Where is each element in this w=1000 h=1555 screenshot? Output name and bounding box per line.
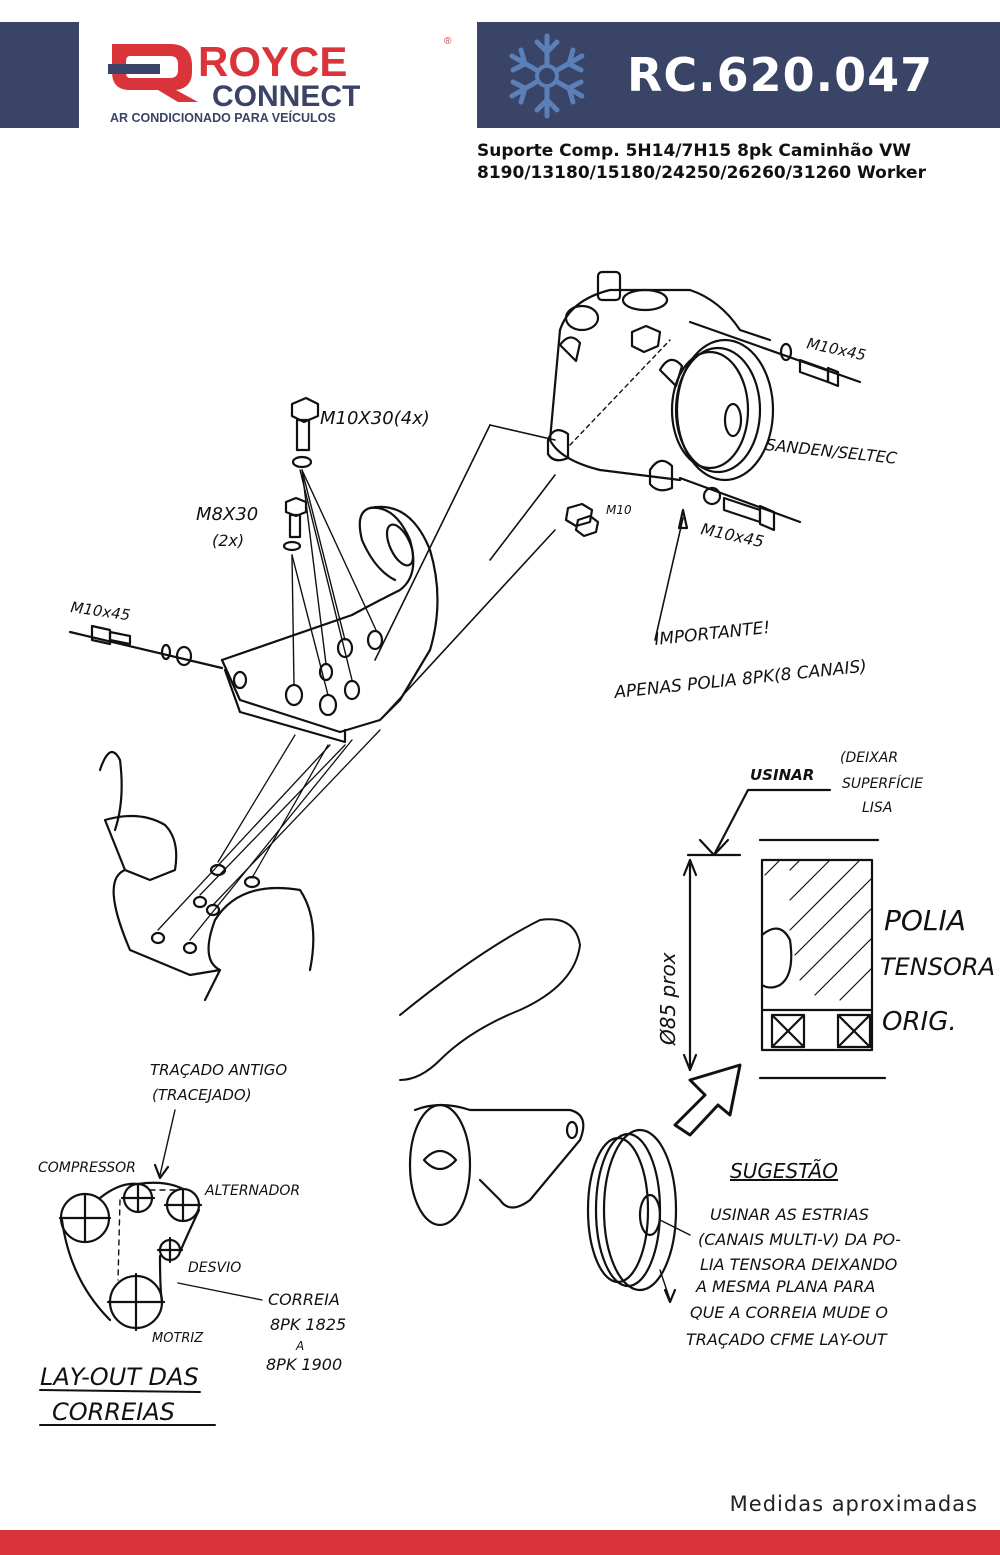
label-tracado-2: (TRACEJADO) (152, 1086, 252, 1104)
label-sugestao-text-2: (CANAIS MULTI-V) DA PO- (698, 1230, 901, 1249)
label-usinar-note-1: (DEIXAR (840, 750, 898, 766)
label-bolt-m8: M8X30 (196, 504, 258, 525)
label-important-2: APENAS POLIA 8PK(8 CANAIS) (612, 657, 867, 704)
header-title-bar: RC.620.047 (477, 22, 1000, 128)
royce-connect-logo: ROYCE ® CONNECT AR CONDICIONADO PARA VEÍ… (100, 22, 470, 128)
technical-drawing: M10X30(4x) M8X30 (2x) M10x45 M10x45 M10x… (38, 270, 995, 1426)
label-layout-1: LAY-OUT DAS (40, 1363, 199, 1391)
logo-connect-text: CONNECT (212, 80, 360, 113)
footer-red-bar (0, 1530, 1000, 1555)
label-sugestao-text-1: USINAR AS ESTRIAS (710, 1205, 869, 1224)
label-sugestao-text-3: LIA TENSORA DEIXANDO (700, 1255, 897, 1274)
snowflake-icon (509, 33, 585, 119)
label-sugestao-text-5: QUE A CORREIA MUDE O (690, 1303, 888, 1322)
label-correia-4: 8PK 1900 (266, 1355, 342, 1374)
label-correia-1: CORREIA (268, 1290, 340, 1309)
label-bolt-m8-qty: (2x) (212, 531, 244, 550)
label-compressor-brand: SANDEN/SELTEC (765, 435, 899, 468)
label-alternador: ALTERNADOR (204, 1183, 300, 1199)
label-usinar: USINAR (750, 766, 814, 784)
label-motriz: MOTRIZ (152, 1331, 204, 1346)
approximate-measurements-note: Medidas aproximadas (729, 1492, 978, 1516)
label-bolt-comp-top: M10x45 (805, 334, 867, 364)
logo-tagline: AR CONDICIONADO PARA VEÍCULOS (110, 110, 336, 125)
bolts-illustration (68, 396, 377, 696)
label-usinar-note-3: LISA (862, 800, 892, 816)
pulley-section-illustration (673, 788, 887, 1137)
logo-royce-text: ROYCE (198, 38, 347, 85)
label-correia-2: 8PK 1825 (270, 1315, 346, 1334)
label-diameter: Ø85 prox (656, 952, 680, 1046)
label-sugestao-text-4: A MESMA PLANA PARA (695, 1277, 875, 1296)
product-code: RC.620.047 (627, 48, 934, 102)
belt-layout-illustration (39, 1109, 263, 1426)
product-description: Suporte Comp. 5H14/7H15 8pk Caminhão VW … (477, 140, 977, 184)
label-bolt-comp-bottom: M10x45 (699, 519, 766, 551)
product-description-line2: 8190/13180/15180/24250/26260/31260 Worke… (477, 163, 926, 183)
header-left-block (0, 22, 79, 128)
label-important-1: IMPORTANTE! (653, 618, 771, 650)
label-nut: M10 (606, 503, 632, 517)
label-polia-1: POLIA (884, 904, 966, 937)
label-correia-3: A (295, 1339, 304, 1353)
label-tracado-1: TRAÇADO ANTIGO (150, 1061, 287, 1079)
label-usinar-note-2: SUPERFÍCIE (842, 775, 923, 792)
label-polia-3: ORIG. (882, 1007, 957, 1037)
logo-mark: ROYCE ® CONNECT AR CONDICIONADO PARA VEÍ… (108, 36, 452, 125)
label-sugestao: SUGESTÃO (730, 1159, 838, 1183)
label-bolt-left: M10x45 (69, 598, 131, 624)
bracket-illustration (220, 505, 439, 744)
label-desvio: DESVIO (188, 1260, 241, 1276)
idler-pulley-illustration (408, 1103, 691, 1304)
label-compressor: COMPRESSOR (38, 1160, 136, 1176)
registered-mark: ® (444, 36, 452, 47)
product-description-line1: Suporte Comp. 5H14/7H15 8pk Caminhão VW (477, 141, 912, 161)
label-polia-2: TENSORA (880, 953, 995, 981)
compressor-illustration (546, 270, 862, 538)
label-sugestao-text-6: TRAÇADO CFME LAY-OUT (686, 1330, 888, 1349)
label-layout-2: CORREIAS (52, 1398, 175, 1426)
engine-mount-illustration (98, 729, 381, 1002)
label-bolt-top: M10X30(4x) (320, 408, 430, 429)
